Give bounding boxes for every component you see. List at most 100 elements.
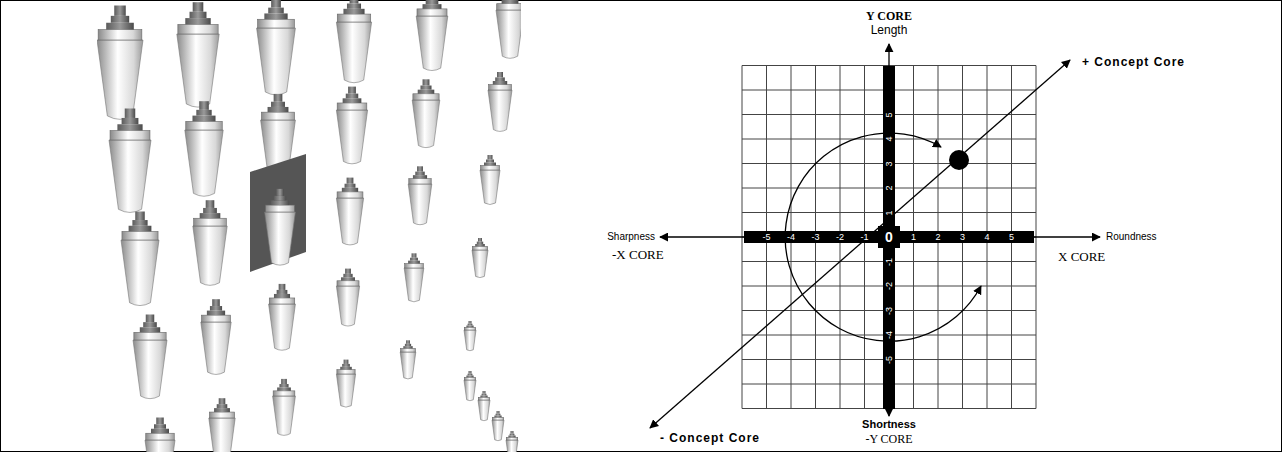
cone-cap bbox=[468, 374, 473, 376]
cone-cap bbox=[274, 196, 286, 201]
cone bbox=[121, 212, 159, 306]
cone-band bbox=[194, 218, 227, 226]
cone-cap bbox=[279, 284, 286, 290]
cone bbox=[201, 299, 231, 374]
cone-band bbox=[134, 332, 166, 340]
cone-cap bbox=[497, 72, 503, 77]
cone-cap bbox=[483, 391, 486, 394]
cone-cap bbox=[117, 124, 142, 130]
cone-cap bbox=[122, 118, 139, 124]
cone-cap bbox=[348, 87, 356, 94]
cone-cap bbox=[347, 178, 354, 184]
cone bbox=[412, 79, 440, 147]
cone-cap bbox=[484, 163, 496, 166]
cone-cap bbox=[342, 188, 358, 192]
cone-cap bbox=[493, 81, 507, 85]
cone-cap bbox=[264, 13, 287, 19]
cone-cap bbox=[219, 398, 226, 404]
cone-cap bbox=[494, 416, 501, 418]
cone-band bbox=[337, 192, 363, 198]
axis-label: Shortness bbox=[862, 419, 916, 430]
cone-cap bbox=[343, 274, 352, 277]
cone-cap bbox=[406, 340, 410, 344]
cone-band bbox=[481, 166, 500, 171]
cone bbox=[400, 340, 416, 379]
cone-cap bbox=[207, 311, 225, 316]
cone-band bbox=[489, 85, 512, 90]
cone-band bbox=[269, 298, 294, 304]
cone-body bbox=[478, 400, 490, 421]
cone-band bbox=[146, 433, 175, 440]
cone-cap bbox=[510, 434, 515, 436]
cone-band bbox=[209, 412, 234, 418]
cone bbox=[480, 155, 500, 205]
cone bbox=[464, 371, 476, 401]
cone-cap bbox=[347, 4, 361, 9]
cone-cap bbox=[343, 9, 364, 14]
cone-cap bbox=[403, 346, 412, 348]
cone-body bbox=[480, 170, 500, 205]
cone-body bbox=[404, 268, 424, 302]
cone bbox=[336, 178, 363, 245]
cone-cap bbox=[132, 220, 147, 226]
cone-body bbox=[492, 420, 504, 441]
cone-band bbox=[401, 348, 416, 352]
cone-cap bbox=[468, 324, 473, 326]
cone-cap bbox=[466, 326, 473, 328]
cone-cap bbox=[345, 269, 351, 274]
tick-number: 3 bbox=[885, 161, 894, 166]
cone-cap bbox=[478, 238, 482, 242]
cone-cap bbox=[279, 384, 288, 387]
cone-band bbox=[178, 24, 218, 34]
cone-cap bbox=[480, 396, 487, 398]
tick-number: 1 bbox=[885, 210, 894, 215]
cone-band bbox=[337, 103, 367, 110]
cone bbox=[464, 321, 476, 351]
tick-number: -3 bbox=[811, 233, 819, 242]
cone-cap bbox=[486, 160, 494, 163]
cone bbox=[185, 101, 223, 196]
axis-title: Y CORE bbox=[866, 10, 912, 22]
cone-cap bbox=[477, 242, 483, 244]
cone-cap bbox=[418, 90, 435, 94]
cone-cap bbox=[410, 258, 418, 261]
tick-number: 5 bbox=[1009, 233, 1014, 242]
cone-cap bbox=[196, 110, 211, 116]
cone bbox=[336, 87, 367, 164]
axis-title: X CORE bbox=[1058, 250, 1105, 263]
cone-body bbox=[488, 90, 512, 131]
axis-label: Sharpness bbox=[607, 232, 655, 242]
cone-band bbox=[337, 14, 370, 22]
cone-cap bbox=[417, 166, 423, 171]
cone-cap bbox=[426, 0, 439, 4]
origin-label: 0 bbox=[885, 230, 893, 244]
tick-number: -5 bbox=[885, 355, 894, 363]
cone-body bbox=[464, 330, 476, 351]
cone bbox=[336, 269, 359, 326]
cone bbox=[273, 379, 296, 435]
cone-body bbox=[336, 374, 355, 407]
cone-body bbox=[257, 28, 296, 95]
cone-cap bbox=[423, 79, 430, 85]
cone bbox=[496, 0, 521, 58]
cone-cap bbox=[274, 294, 290, 298]
cone-body bbox=[416, 16, 448, 71]
cone-cap bbox=[277, 387, 291, 390]
tick-number: -2 bbox=[836, 233, 844, 242]
cone-cap bbox=[140, 327, 160, 332]
cone bbox=[209, 398, 235, 452]
cone-body bbox=[336, 110, 367, 164]
cone-band bbox=[122, 231, 158, 240]
cone-cap bbox=[469, 371, 472, 374]
cone-body bbox=[201, 322, 231, 374]
cone-cap bbox=[495, 77, 505, 81]
cone-cap bbox=[343, 98, 362, 103]
tick-number: -3 bbox=[885, 306, 894, 314]
cone-cap bbox=[342, 364, 350, 367]
cone-cap bbox=[488, 155, 493, 160]
cone-cap bbox=[154, 424, 166, 429]
cone-body bbox=[506, 440, 518, 452]
cone-cap bbox=[274, 94, 283, 102]
cone-cap bbox=[345, 184, 356, 188]
cone-body bbox=[193, 226, 227, 285]
